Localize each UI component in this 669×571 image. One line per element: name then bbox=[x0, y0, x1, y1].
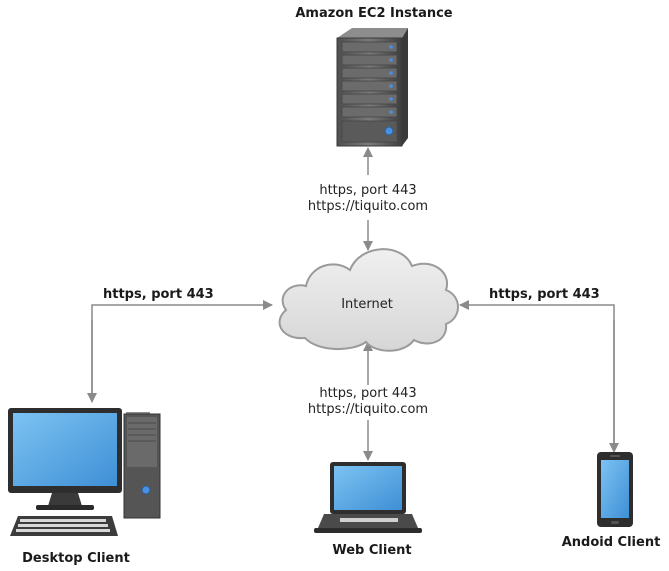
server-title: Amazon EC2 Instance bbox=[295, 6, 453, 21]
edge-label-bottom: https, port 443 https://tiquito.com bbox=[308, 386, 428, 418]
cloud-icon bbox=[278, 248, 459, 352]
desktop-label: Desktop Client bbox=[22, 551, 130, 566]
desktop-icon bbox=[8, 408, 161, 536]
internet-label: Internet bbox=[341, 297, 393, 312]
edge-label-top-line2: https://tiquito.com bbox=[307, 199, 429, 214]
edge-android-internet bbox=[459, 300, 619, 453]
edge-desktop-internet bbox=[87, 300, 273, 403]
edge-label-bottom-line2: https://tiquito.com bbox=[307, 402, 429, 417]
web-label: Web Client bbox=[332, 543, 412, 558]
phone-icon bbox=[597, 452, 633, 527]
server-icon bbox=[336, 28, 408, 147]
edge-label-bottom-line1: https, port 443 bbox=[319, 386, 417, 401]
android-label: Andoid Client bbox=[561, 535, 661, 550]
edge-label-top-line1: https, port 443 bbox=[319, 183, 417, 198]
edge-label-left: https, port 443 bbox=[103, 287, 214, 302]
edge-label-top: https, port 443 https://tiquito.com bbox=[308, 183, 428, 215]
edge-label-right: https, port 443 bbox=[489, 287, 600, 302]
laptop-icon bbox=[314, 462, 422, 533]
